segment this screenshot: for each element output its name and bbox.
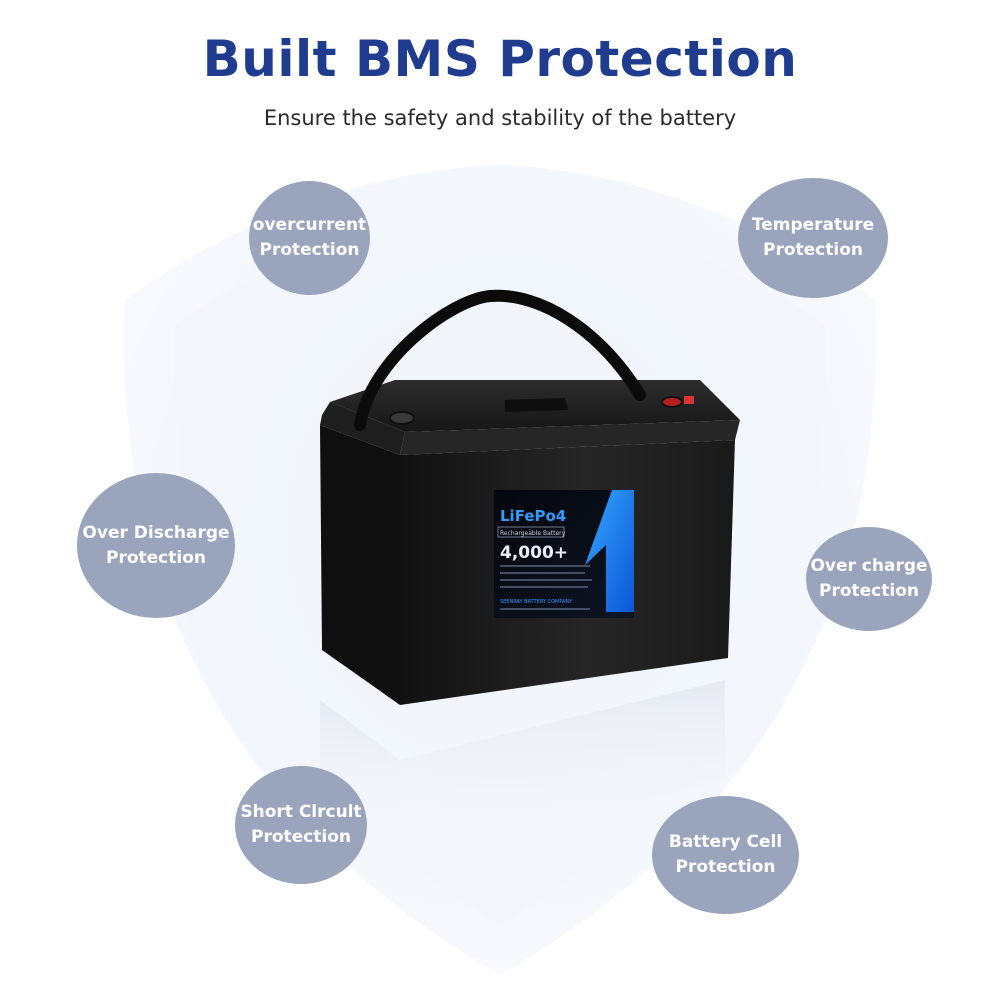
feature-line2: Protection: [106, 547, 206, 568]
label-cycles: 4,000+: [500, 543, 568, 563]
feature-line2: Protection: [819, 581, 919, 601]
feature-line2: Protection: [763, 240, 863, 260]
label-company: SEENRAY BATTERY COMPANY: [500, 599, 573, 605]
lightning-bolt-icon: [585, 490, 634, 612]
positive-terminal-icon: [661, 396, 683, 408]
negative-terminal-icon: [389, 411, 415, 425]
feature-over-charge: Over charge Protection: [806, 527, 932, 631]
carry-strap: [354, 289, 646, 431]
feature-line1: Battery Cell: [668, 832, 783, 852]
feature-short-circuit: Short Clrcult Protection: [235, 766, 367, 884]
feature-line2: Protection: [675, 857, 776, 877]
feature-overcurrent: overcurrent Protection: [249, 181, 370, 295]
label-tag: Rechargeable Battery: [500, 530, 566, 537]
page-subtitle: Ensure the safety and stability of the b…: [263, 106, 737, 130]
feature-line1: Over Discharge: [82, 522, 230, 543]
battery-side-face: [320, 425, 400, 705]
feature-over-discharge: Over Discharge Protection: [77, 473, 235, 618]
feature-battery-cell: Battery Cell Protection: [652, 796, 799, 914]
feature-line1: Temperature: [751, 215, 875, 235]
feature-line1: overcurrent: [252, 215, 367, 235]
feature-line1: Over charge: [810, 556, 928, 576]
feature-temperature: Temperature Protection: [738, 178, 888, 298]
feature-line1: Short Clrcult: [240, 802, 362, 822]
feature-line2: Protection: [259, 240, 360, 260]
feature-line2: Protection: [251, 827, 351, 847]
page-title: Built BMS Protection: [202, 30, 798, 88]
label-brand: LiFePo4: [500, 507, 566, 525]
